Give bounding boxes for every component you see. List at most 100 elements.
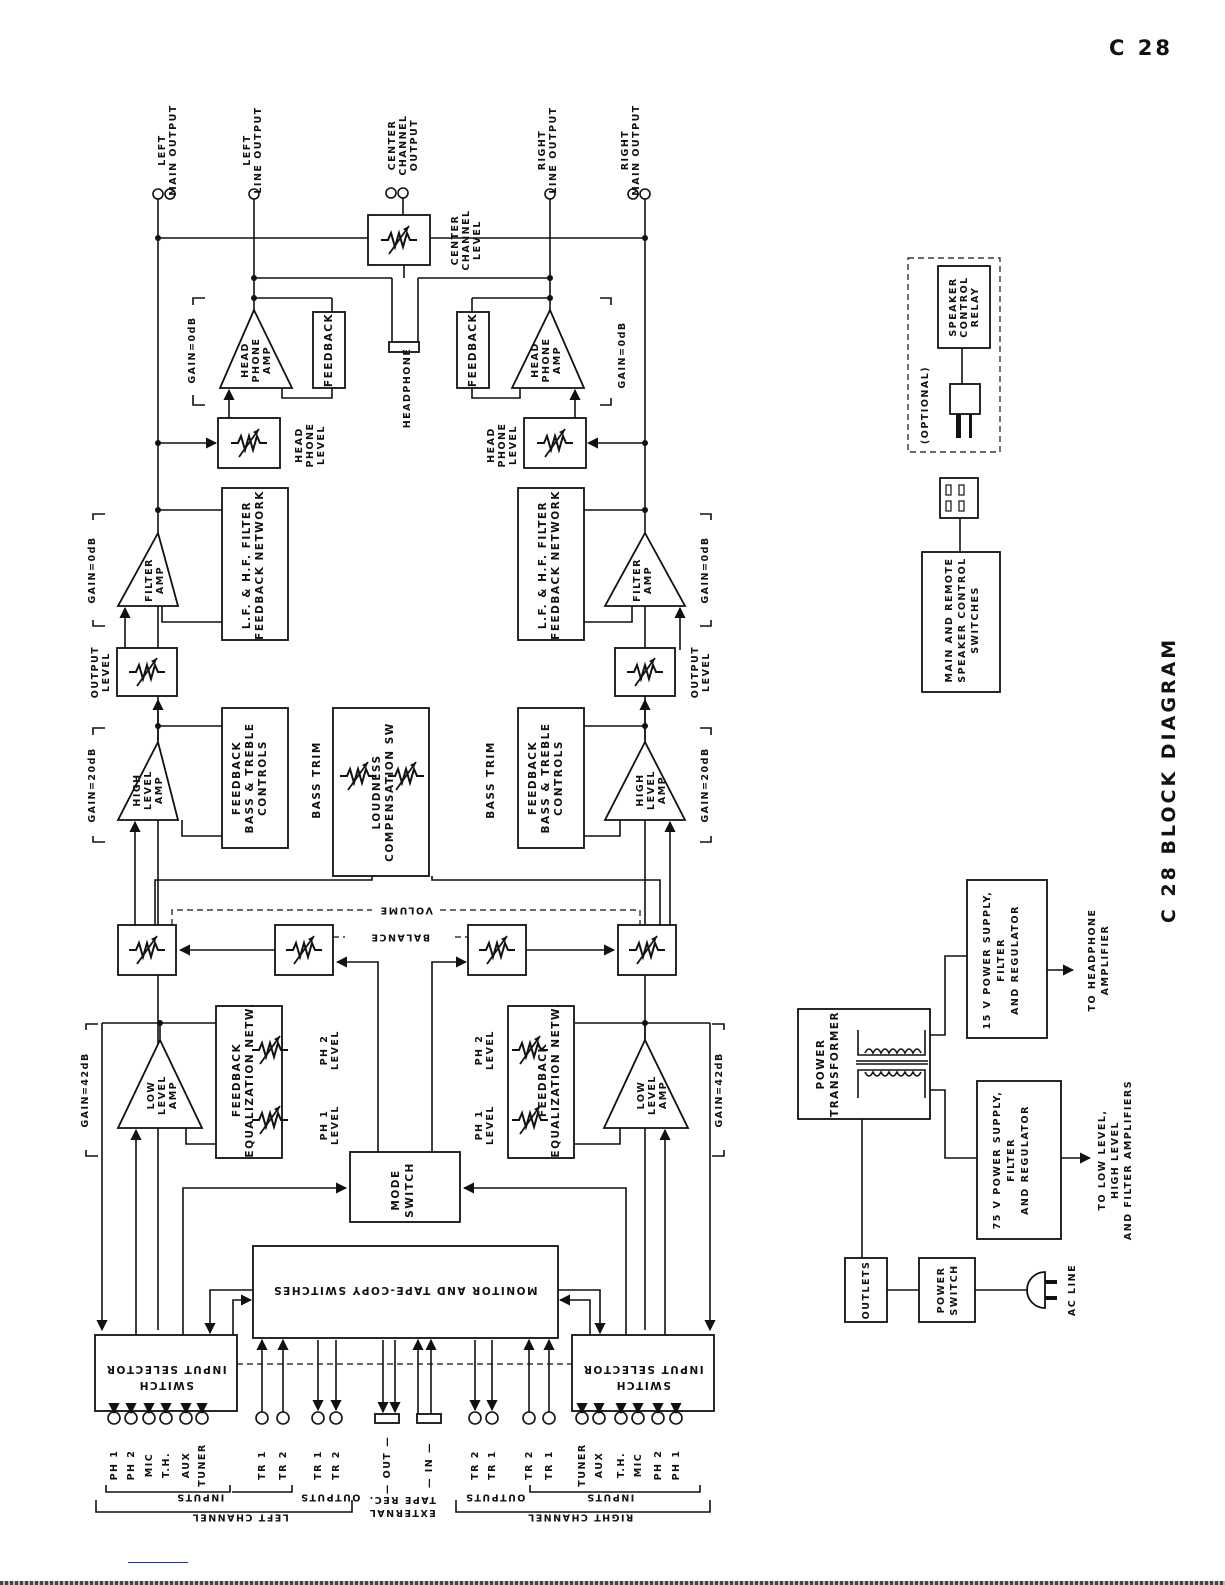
right-feedback-box [456, 311, 490, 389]
svg-text:FEEDBACK: FEEDBACK [323, 313, 335, 387]
right-tape-output-jack [468, 1411, 482, 1425]
left-tape-input-jack [255, 1411, 269, 1425]
svg-text:GAIN=20dB: GAIN=20dB [700, 747, 711, 822]
left-input-jack-label: PH 1 [109, 1450, 120, 1481]
headphone-jack [388, 341, 420, 353]
right-main-output-jack [627, 188, 639, 200]
svg-text:LEFTLINE OUTPUT: LEFTLINE OUTPUT [242, 106, 264, 193]
left-high-level-amp [116, 739, 180, 821]
power-switch[interactable] [918, 1257, 976, 1323]
left-line-output-jack [248, 188, 260, 200]
right-input-jack [575, 1411, 589, 1425]
tape-in-jack [416, 1413, 442, 1424]
svg-text:PH 2LEVEL: PH 2LEVEL [319, 1030, 341, 1070]
svg-text:HEADPHONEAMP: HEADPHONEAMP [240, 338, 273, 383]
mode-switch [349, 1151, 461, 1223]
left-tape-output-jack [311, 1411, 325, 1425]
center-output-jack [385, 187, 397, 199]
right-input-jack-label: PH 1 [671, 1450, 682, 1481]
right-tape-output-jack [485, 1411, 499, 1425]
svg-text:HIGHLEVELAMP: HIGHLEVELAMP [635, 770, 668, 810]
svg-text:FEEDBACKEQUALIZATION NETW.: FEEDBACKEQUALIZATION NETW. [537, 1002, 562, 1157]
75v-power-supply [976, 1080, 1062, 1240]
left-tape-output-jack-label: TR 1 [313, 1450, 324, 1480]
svg-text:FEEDBACKBASS & TREBLECONTROLS: FEEDBACKBASS & TREBLECONTROLS [231, 722, 269, 833]
link-underline [128, 1562, 188, 1563]
svg-text:FILTERAMP: FILTERAMP [632, 558, 654, 602]
right-tape-output-jack-label: TR 1 [487, 1450, 498, 1480]
right-tape-input-jack-label: TR 2 [524, 1450, 535, 1480]
diagram-title: C 28 BLOCK DIAGRAM [1158, 637, 1180, 923]
left-bass-trim-label: BASS TRIM [311, 741, 323, 819]
left-input-selector [94, 1334, 238, 1412]
page-bottom-edge [0, 1581, 1225, 1585]
svg-text:GAIN=0dB: GAIN=0dB [617, 321, 628, 388]
right-input-jack [669, 1411, 683, 1425]
svg-text:OUTPUTS: OUTPUTS [300, 1492, 361, 1503]
right-high-level-amp [603, 740, 687, 821]
left-tone-controls [221, 707, 289, 849]
left-input-jack-label: AUX [181, 1452, 192, 1479]
monitor-tape-copy-switches [252, 1245, 559, 1339]
svg-text:HEADPHONELEVEL: HEADPHONELEVEL [486, 423, 519, 468]
svg-text:L.F. & H.F. FILTERFEEDBACK NET: L.F. & H.F. FILTERFEEDBACK NETWORK [537, 490, 562, 640]
svg-text:GAIN=0dB: GAIN=0dB [87, 536, 98, 603]
left-tape-output-jack [329, 1411, 343, 1425]
svg-text:L.F. & H.F. FILTERFEEDBACK NET: L.F. & H.F. FILTERFEEDBACK NETWORK [241, 490, 266, 640]
left-tape-output-jack-label: TR 2 [331, 1450, 342, 1480]
svg-text:HEADPHONELEVEL: HEADPHONELEVEL [294, 423, 327, 468]
svg-text:HEADPHONEAMP: HEADPHONEAMP [530, 338, 563, 383]
svg-text:INPUTS: INPUTS [176, 1492, 224, 1503]
left-input-jack [159, 1411, 173, 1425]
svg-text:CENTERCHANNELOUTPUT: CENTERCHANNELOUTPUT [387, 114, 420, 175]
svg-text:LOWLEVELAMP: LOWLEVELAMP [636, 1075, 669, 1115]
svg-text:TAPE REC.EXTERNAL: TAPE REC.EXTERNAL [368, 1494, 436, 1518]
svg-text:GAIN=42dB: GAIN=42dB [714, 1052, 725, 1127]
right-tape-output-jack-label: TR 2 [470, 1450, 481, 1480]
svg-text:LOWLEVELAMP: LOWLEVELAMP [146, 1075, 179, 1115]
svg-text:(OPTIONAL): (OPTIONAL) [920, 366, 931, 444]
right-input-jack [592, 1411, 606, 1425]
svg-text:INPUTS: INPUTS [586, 1492, 634, 1503]
phono-section: FEEDBACKEQUALIZATION NETW. PH 2LEVEL PH … [80, 1002, 725, 1335]
svg-text:LOUDNESSCOMPENSATION SW: LOUDNESSCOMPENSATION SW [371, 722, 396, 862]
svg-text:OUTPUTLEVEL: OUTPUTLEVEL [690, 646, 712, 698]
tone-section: FEEDBACKBASS & TREBLECONTROLS HIGHLEVELA… [87, 698, 712, 925]
switching-section: MONITOR AND TAPE-COPY SWITCHES INPUT SEL… [94, 1245, 715, 1412]
group-brackets: INPUTS OUTPUTS LEFT CHANNEL TAPE REC.EXT… [95, 1485, 711, 1523]
svg-text:RIGHTLINE OUTPUT: RIGHTLINE OUTPUT [537, 106, 559, 193]
svg-text:GAIN=0dB: GAIN=0dB [187, 316, 198, 383]
svg-text:OUTPUTS: OUTPUTS [465, 1492, 526, 1503]
speaker-control-relay [937, 265, 991, 349]
svg-text:FILTERAMP: FILTERAMP [144, 558, 166, 602]
svg-text:— IN —: — IN — [424, 1442, 435, 1488]
left-input-jack [107, 1411, 121, 1425]
right-bass-trim-label: BASS TRIM [485, 741, 497, 819]
input-output-jacks [107, 1338, 683, 1425]
right-input-jack-label: AUX [594, 1452, 605, 1479]
headphone-label: HEADPHONE [402, 348, 413, 429]
balance-label: BALANCE [370, 932, 430, 943]
svg-text:FEEDBACK: FEEDBACK [467, 313, 479, 387]
left-input-jack-label: T.H. [161, 1452, 172, 1478]
right-equalization-network [507, 1005, 575, 1159]
right-input-jack-label: TUNER [577, 1443, 588, 1486]
volume-balance-section: VOLUME BALANCE [117, 905, 677, 1152]
right-tone-controls [517, 707, 585, 849]
svg-text:SPEAKERCONTROLRELAY: SPEAKERCONTROLRELAY [948, 276, 981, 337]
left-low-level-amp [116, 1037, 204, 1129]
svg-text:GAIN=0dB: GAIN=0dB [700, 536, 711, 603]
svg-text:PH 1LEVEL: PH 1LEVEL [319, 1105, 341, 1145]
svg-text:GAIN=42dB: GAIN=42dB [80, 1052, 91, 1127]
left-input-jack [124, 1411, 138, 1425]
ac-plug-icon [1026, 1271, 1057, 1309]
svg-text:RIGHTMAIN OUTPUT: RIGHTMAIN OUTPUT [620, 104, 642, 196]
